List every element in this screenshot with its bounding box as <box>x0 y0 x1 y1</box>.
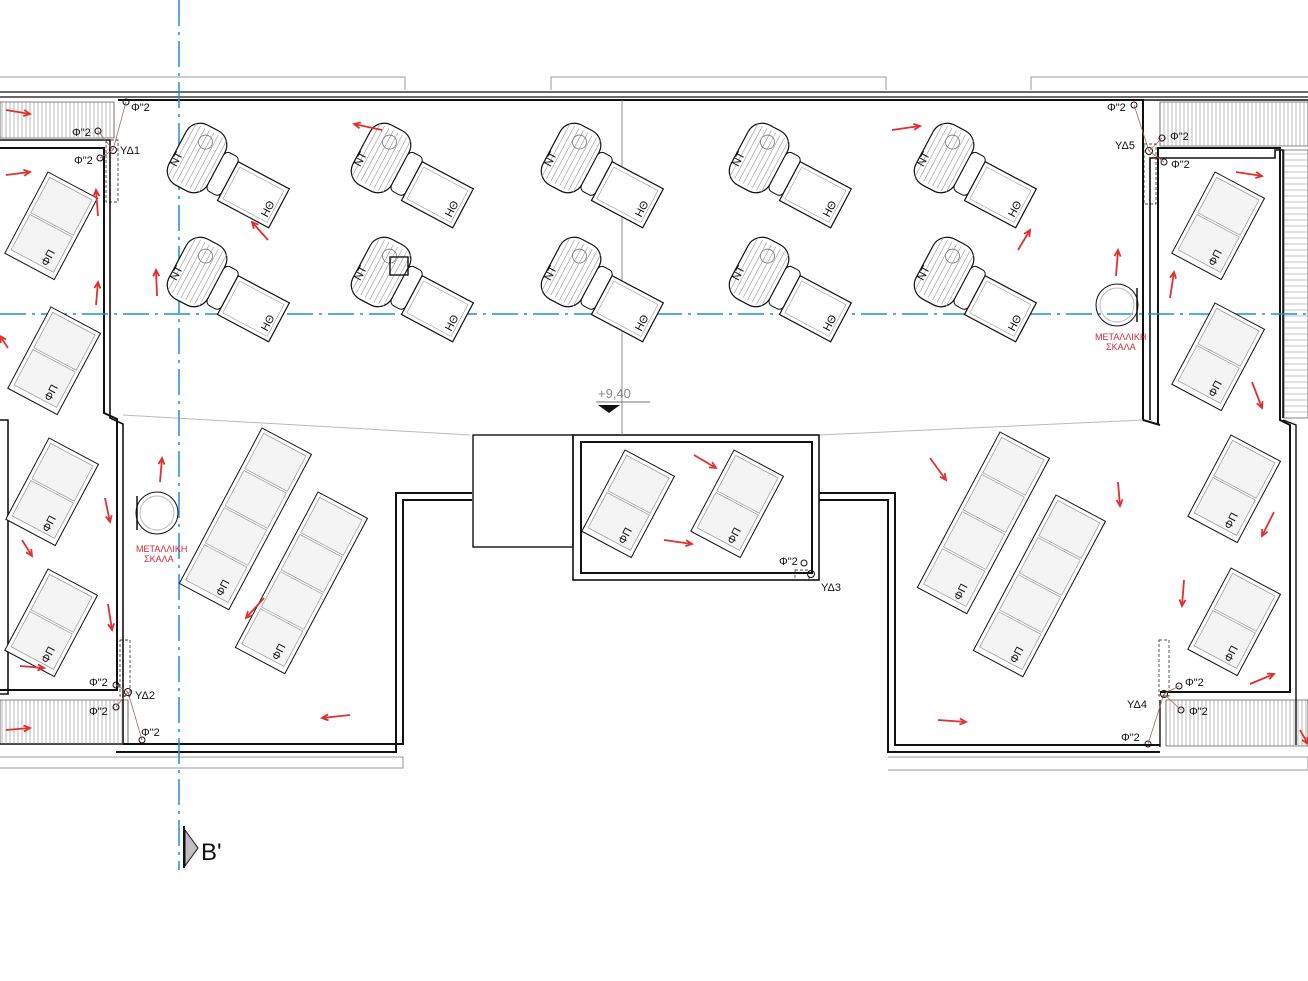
level-triangle-icon <box>598 405 620 413</box>
pipe-label: Φ"2 <box>89 677 108 689</box>
pipe-label: Φ"2 <box>131 102 150 114</box>
section-marker-icon <box>184 828 199 868</box>
slope-arrow-icon <box>1115 481 1124 509</box>
metal-stair-right: ΜΕΤΑΛΛΙΚΗ ΣΚΑΛΑ <box>1095 283 1146 352</box>
slope-arrow-icon <box>250 220 269 241</box>
pv-panel-group: ΦΠ <box>1187 434 1282 544</box>
slope-arrow-icon <box>21 539 34 558</box>
level-label: +9,40 <box>598 386 631 401</box>
slope-arrow-icon <box>93 279 102 306</box>
pipe-label: Φ"2 <box>141 727 160 739</box>
slope-arrow-icon <box>1113 247 1122 277</box>
slope-arrow-icon <box>1017 228 1032 251</box>
pv-panel-group: ΦΠ <box>4 171 99 281</box>
pipe-label: Φ"2 <box>74 155 93 167</box>
drain-label-1: ΥΔ1 <box>120 145 140 157</box>
slope-arrow-icon <box>157 455 166 483</box>
drain-label-2: ΥΔ2 <box>135 690 155 702</box>
slope-arrow-icon <box>937 717 969 726</box>
metal-stair-left: ΜΕΤΑΛΛΙΚΗ ΣΚΑΛΑ <box>135 491 187 564</box>
slope-arrow-icon <box>1261 511 1275 538</box>
pipe-label: Φ"2 <box>1189 706 1208 718</box>
drain-label-3: ΥΔ3 <box>821 582 841 594</box>
slope-arrow-icon <box>929 457 948 482</box>
slope-arrow-icon <box>107 603 115 633</box>
pipe-label: Φ"2 <box>1170 131 1189 143</box>
pv-panel-group: ΦΠ <box>916 431 1051 615</box>
pipe-label: Φ"2 <box>1185 677 1204 689</box>
pv-panel-group: ΦΠ <box>178 427 313 611</box>
pv-panel-group: ΦΠ <box>5 437 100 547</box>
pipe-label: Φ"2 <box>1107 102 1126 114</box>
pv-panel-group: ΦΠ <box>4 568 99 678</box>
slope-arrow-icon <box>319 713 351 722</box>
stair-label-left-1: ΜΕΤΑΛΛΙΚΗ <box>136 544 187 554</box>
pipe-label: Φ"2 <box>1121 732 1140 744</box>
slope-arrow-icon <box>244 597 265 620</box>
pipe-label: Φ"2 <box>1171 159 1190 171</box>
outline-layer <box>0 76 1308 771</box>
pv-panel-group: ΦΠ <box>581 449 676 559</box>
pv-panel-group: ΦΠ <box>690 449 785 559</box>
slope-arrow-icon <box>1169 269 1177 299</box>
pv-panel-group: ΦΠ <box>1187 567 1282 677</box>
slope-arrow-icon <box>19 663 47 672</box>
slope-arrow-icon <box>5 168 33 177</box>
pv-panel-group: ΦΠ <box>1171 171 1266 281</box>
pv-panel-group: ΦΠ <box>234 491 369 675</box>
hatched-strips <box>0 101 1308 747</box>
stair-label-right-2: ΣΚΑΛΑ <box>1106 342 1136 352</box>
slope-arrow-icon <box>1178 579 1187 609</box>
slope-arrow-icon <box>1299 729 1308 746</box>
drain-label-4: ΥΔ4 <box>1127 699 1147 711</box>
slope-arrow-icon <box>5 109 33 117</box>
slope-arrow-icon <box>1249 672 1276 685</box>
pv-panel-group: ΦΠ <box>7 306 102 416</box>
pv-panel-group: ΦΠ <box>972 494 1107 678</box>
pv-panel-group: ΦΠ <box>1171 302 1266 412</box>
slope-arrow-icon <box>693 454 718 470</box>
slope-arrow-icon <box>152 267 161 297</box>
stair-label-right-1: ΜΕΤΑΛΛΙΚΗ <box>1095 332 1146 342</box>
slope-arrow-icon <box>0 334 9 349</box>
slope-arrow-icon <box>92 187 101 217</box>
slope-arrow-icon <box>351 121 383 131</box>
pipe-label: Φ"2 <box>89 706 108 718</box>
slope-arrow-icon <box>1235 171 1265 179</box>
slope-arrow-icon <box>5 724 33 733</box>
drainage-slope-arrows <box>0 109 1308 746</box>
slope-arrow-icon <box>663 539 695 547</box>
drains-and-pipes: ΥΔ1 Φ"2 Φ"2 Φ"2 ΥΔ2 Φ"2 Φ"2 Φ"2 ΥΔ3 Φ"2 … <box>72 98 1208 748</box>
level-marker: +9,40 <box>596 386 650 413</box>
section-label: B' <box>201 839 222 866</box>
pipe-label: Φ"2 <box>72 127 91 139</box>
slope-arrow-icon <box>104 497 113 525</box>
slope-arrow-icon <box>891 123 923 131</box>
drain-label-5: ΥΔ5 <box>1115 140 1135 152</box>
slope-arrow-icon <box>1251 381 1264 410</box>
pipe-label: Φ"2 <box>779 556 798 568</box>
roof-hatch <box>389 256 409 276</box>
stair-label-left-2: ΣΚΑΛΑ <box>144 554 174 564</box>
